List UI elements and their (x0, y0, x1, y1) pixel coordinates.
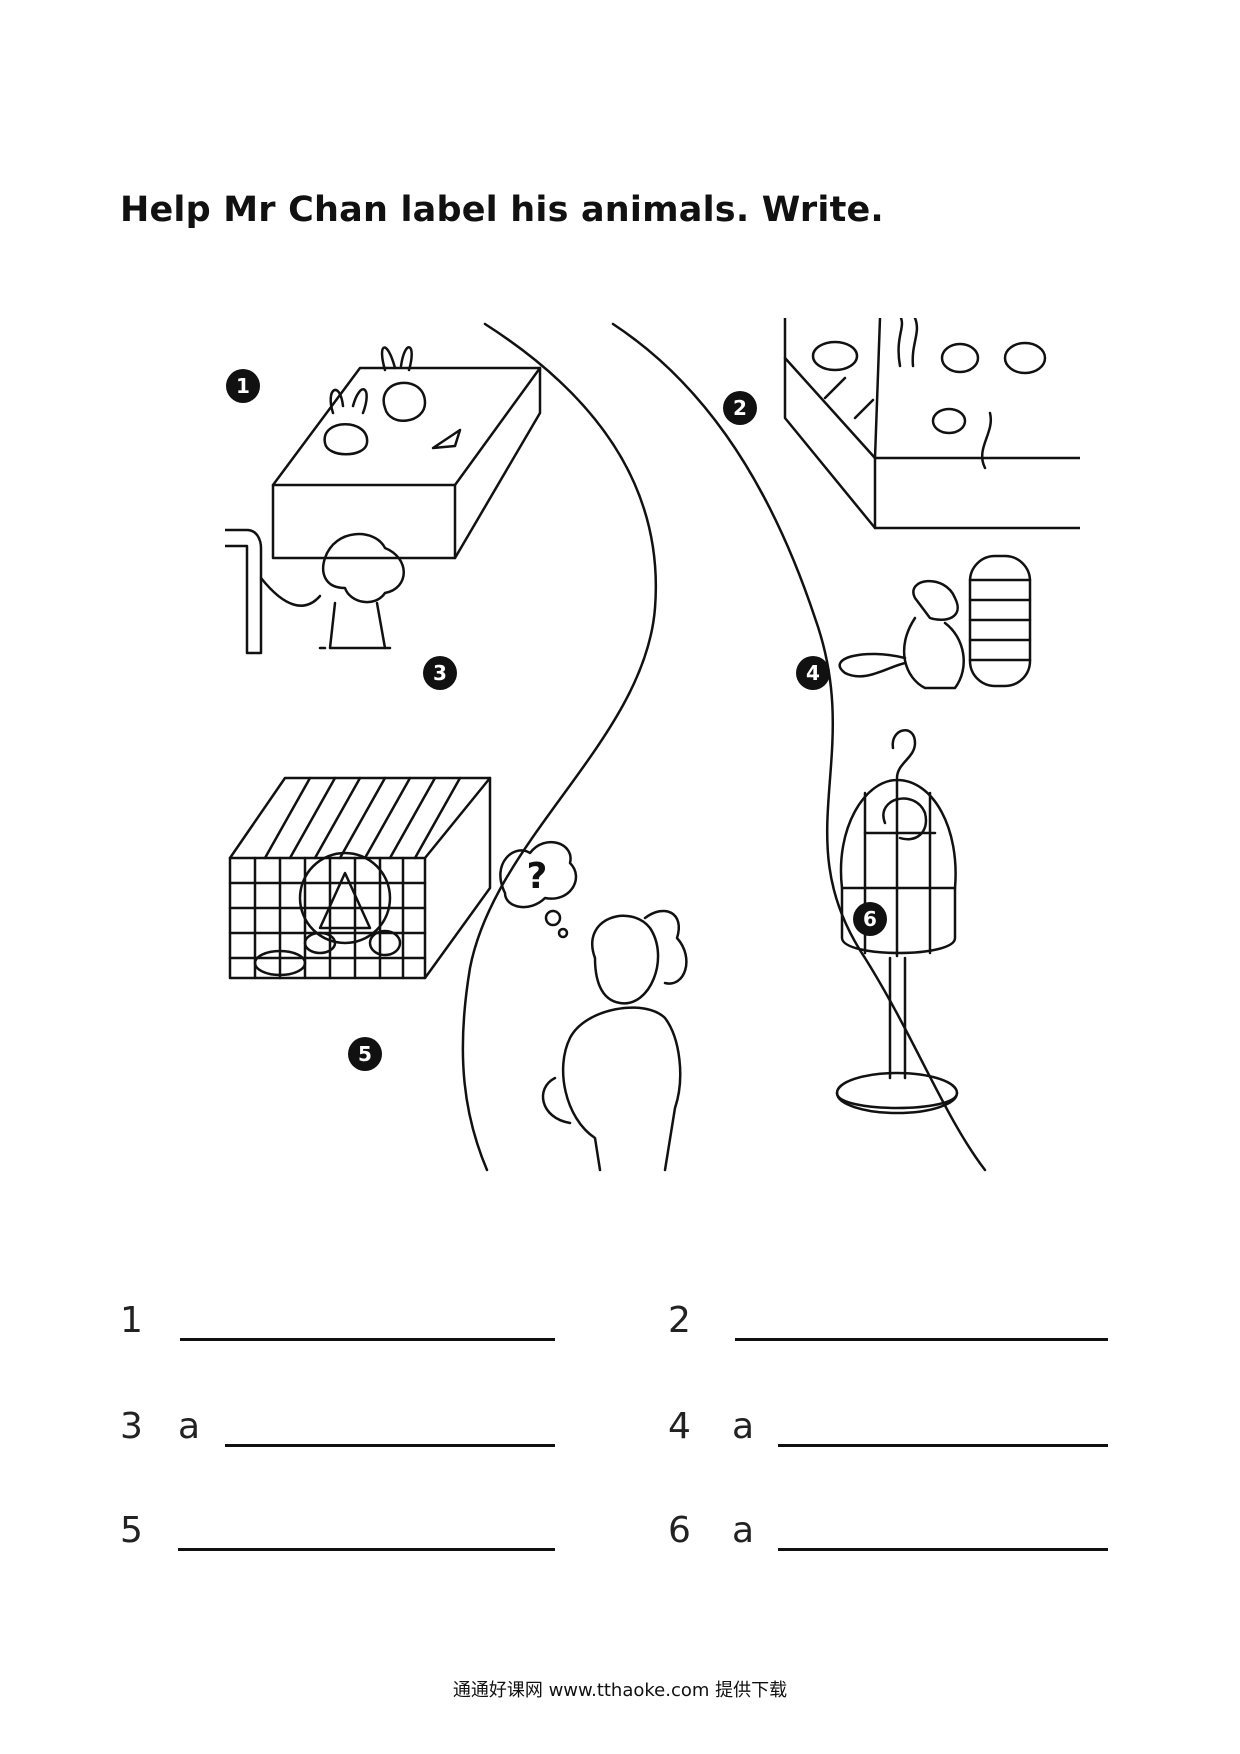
footer-credit: 通通好课网 www.tthaoke.com 提供下载 (452, 1680, 788, 1701)
turtle-tank-icon (783, 318, 1080, 530)
answer-number-4: 4 (668, 1406, 691, 1447)
svg-text:5: 5 (358, 1042, 372, 1066)
answer-number-2: 2 (668, 1300, 691, 1341)
answer-blank-6[interactable] (778, 1548, 1108, 1551)
answer-number-3: 3 (120, 1406, 143, 1447)
pet-shop-illustration: 1 2 3 4 5 6 ? (225, 318, 1080, 1172)
svg-text:6: 6 (863, 907, 877, 931)
answer-blank-1[interactable] (180, 1338, 555, 1341)
instruction-heading: Help Mr Chan label his animals. Write. (120, 190, 884, 230)
mr-chan-icon (499, 841, 688, 1172)
answer-blank-2[interactable] (735, 1338, 1108, 1341)
cat-icon (838, 554, 1032, 690)
rabbit-box-icon (271, 346, 542, 560)
answer-article-3: a (178, 1406, 201, 1447)
answer-article-6: a (732, 1510, 755, 1551)
answer-blank-5[interactable] (178, 1548, 555, 1551)
svg-text:1: 1 (236, 374, 250, 398)
number-badges: 1 2 3 4 5 6 ? (226, 369, 887, 1071)
answer-blank-4[interactable] (778, 1444, 1108, 1447)
badge-1: 1 (226, 369, 260, 403)
svg-text:3: 3 (433, 661, 447, 685)
path-left-edge (461, 322, 658, 1172)
answer-number-5: 5 (120, 1510, 143, 1551)
badge-6: 6 (853, 902, 887, 936)
badge-3: 3 (423, 656, 457, 690)
path-right-edge (611, 322, 987, 1172)
answer-number-6: 6 (668, 1510, 691, 1551)
badge-5: 5 (348, 1037, 382, 1071)
svg-text:2: 2 (733, 396, 747, 420)
answer-article-4: a (732, 1406, 755, 1447)
answer-number-1: 1 (120, 1300, 143, 1341)
question-mark: ? (527, 856, 548, 897)
badge-2: 2 (723, 391, 757, 425)
hamster-cage-icon (228, 776, 492, 980)
answer-blank-3[interactable] (225, 1444, 555, 1447)
dog-icon (225, 528, 405, 655)
svg-text:4: 4 (806, 661, 820, 685)
birdcage-icon (835, 729, 959, 1115)
badge-4: 4 (796, 656, 830, 690)
